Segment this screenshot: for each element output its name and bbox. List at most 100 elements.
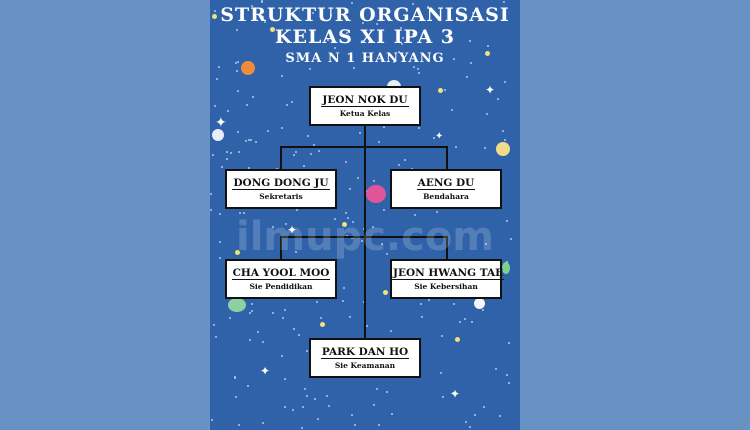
star-dot: [219, 256, 222, 259]
star-dot: [372, 403, 375, 406]
star-dot: [362, 22, 365, 25]
star-dot: [236, 60, 239, 63]
star-dot: [212, 153, 215, 156]
member-name: JEON NOK DU: [321, 94, 409, 107]
star-icon: ✦: [287, 223, 298, 237]
connector-kebersihan: [446, 236, 448, 260]
star-dot: [235, 8, 238, 11]
member-role: Sie Keamanan: [334, 361, 396, 370]
star-dot: [421, 315, 424, 318]
star-dot: [235, 29, 238, 32]
yellow-planet-icon: [496, 142, 510, 156]
star-dot: [233, 377, 236, 380]
star-dot: [257, 330, 260, 333]
watermark: ilmupc.com: [236, 214, 494, 260]
star-dot: [262, 340, 265, 343]
connector-sekretaris: [280, 146, 282, 170]
star-dot: [417, 126, 420, 129]
star-dot: [410, 167, 413, 170]
star-dot: [281, 316, 284, 319]
star-dot: [506, 260, 509, 263]
star-dot: [404, 158, 407, 161]
star-dot: [469, 40, 472, 43]
star-dot: [210, 192, 212, 195]
star-dot: [248, 339, 251, 342]
star-dot: [247, 139, 250, 142]
member-box-sekretaris: DONG DONG JU Sekretaris: [225, 169, 337, 209]
orange-planet-icon: [241, 61, 255, 75]
star-dot: [438, 56, 441, 59]
member-name: PARK DAN HO: [320, 346, 410, 359]
star-dot: [272, 311, 275, 314]
connector-trunk: [364, 125, 366, 339]
yellow-star-icon: [438, 88, 443, 93]
star-icon: ✦: [450, 387, 461, 401]
green-ringed-planet-icon: [228, 298, 246, 312]
star-dot: [333, 218, 336, 221]
star-dot: [234, 396, 237, 399]
green-planet-icon: [502, 262, 510, 274]
star-dot: [227, 109, 230, 112]
member-box-ketua: JEON NOK DU Ketua Kelas: [309, 86, 421, 126]
connector-level2: [280, 236, 448, 238]
star-dot: [286, 104, 289, 107]
star-dot: [389, 329, 392, 332]
star-dot: [378, 141, 381, 144]
star-dot: [358, 132, 361, 135]
star-dot: [483, 147, 486, 150]
star-dot: [293, 328, 296, 331]
star-dot: [237, 150, 240, 153]
star-dot: [235, 61, 238, 64]
star-dot: [399, 26, 402, 29]
star-dot: [218, 212, 221, 215]
star-dot: [351, 413, 354, 416]
member-name: CHA YOOL MOO: [231, 267, 331, 280]
star-dot: [214, 105, 217, 107]
star-dot: [348, 38, 351, 41]
star-dot: [280, 75, 283, 78]
star-dot: [308, 68, 311, 71]
member-name: AENG DU: [416, 177, 476, 190]
star-dot: [251, 309, 254, 312]
star-dot: [441, 334, 444, 337]
star-dot: [251, 5, 254, 8]
member-role: Ketua Kelas: [339, 109, 391, 118]
star-dot: [210, 208, 213, 211]
star-dot: [433, 136, 436, 139]
star-dot: [228, 317, 231, 320]
star-dot: [292, 409, 295, 412]
star-dot: [251, 95, 254, 98]
star-dot: [385, 391, 388, 394]
star-dot: [249, 311, 252, 314]
star-dot: [318, 149, 321, 152]
star-dot: [225, 150, 228, 153]
star-dot: [505, 374, 508, 377]
star-dot: [412, 65, 415, 68]
star-dot: [471, 321, 474, 324]
star-dot: [320, 316, 323, 319]
star-dot: [300, 427, 303, 430]
star-dot: [262, 421, 265, 424]
star-dot: [217, 66, 220, 69]
star-dot: [330, 13, 333, 16]
star-dot: [312, 143, 315, 146]
star-dot: [214, 9, 217, 12]
white-moon-icon: [474, 298, 485, 309]
star-dot: [238, 211, 241, 214]
star-dot: [453, 58, 456, 61]
star-dot: [502, 129, 505, 132]
star-dot: [418, 72, 421, 75]
star-dot: [261, 1, 264, 4]
star-dot: [376, 22, 379, 25]
star-dot: [306, 349, 309, 352]
star-dot: [419, 302, 422, 305]
star-dot: [445, 35, 448, 38]
member-box-bendahara: AENG DU Bendahara: [390, 169, 502, 209]
white-moon-icon: [212, 129, 224, 141]
star-dot: [427, 298, 430, 301]
star-dot: [345, 161, 348, 164]
star-dot: [486, 113, 489, 116]
star-dot: [442, 395, 445, 398]
star-dot: [504, 139, 507, 142]
member-role: Sekretaris: [259, 192, 303, 201]
